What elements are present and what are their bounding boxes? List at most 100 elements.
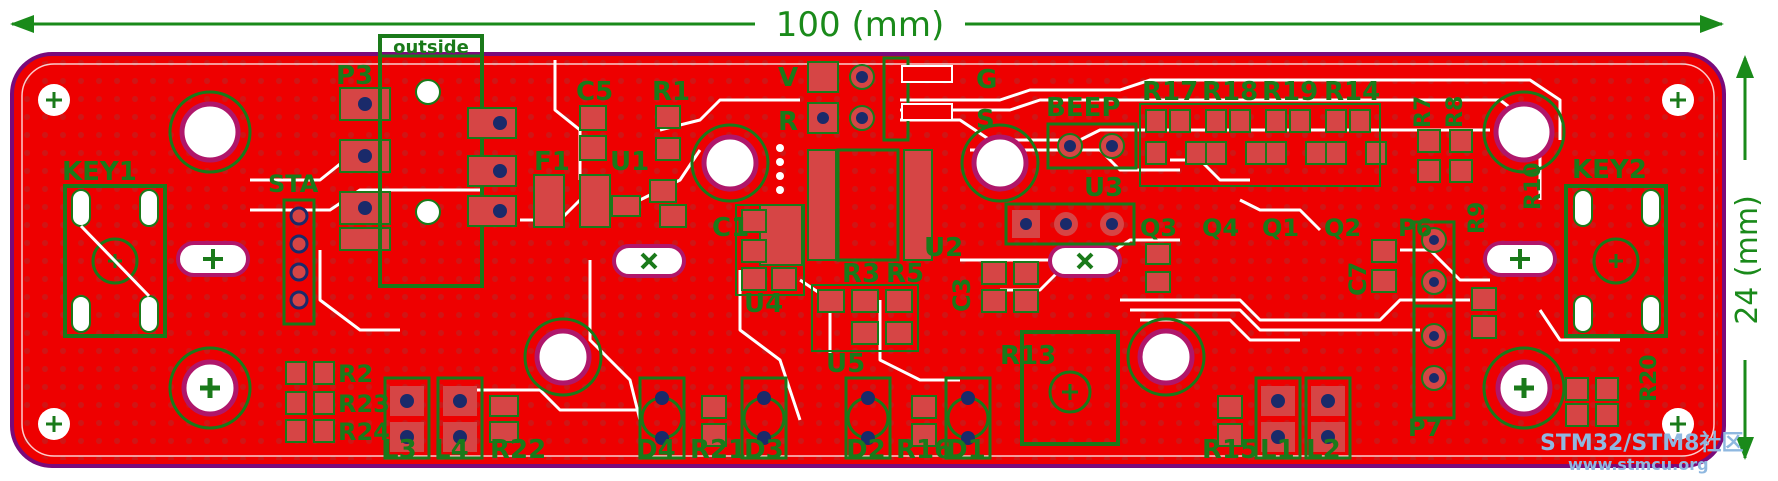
r15-l1-l2 <box>1217 376 1352 460</box>
label-d4: D4 <box>636 435 676 465</box>
r-array-left <box>285 361 335 443</box>
width-dimension-label: 100 (mm) <box>776 5 944 45</box>
outside-box: outside <box>378 34 517 288</box>
label-d3: D3 <box>744 435 784 465</box>
label-d1: D1 <box>946 435 986 465</box>
label-l3: L3 <box>382 435 417 465</box>
slot-center-left <box>612 244 686 278</box>
label-c7: C7 <box>1344 262 1372 296</box>
q3-parts <box>1145 239 1397 293</box>
slot-holes <box>176 241 1557 398</box>
beep-footprint <box>1046 122 1138 170</box>
label-s: S <box>976 105 995 135</box>
f1-c5-r1-u1 <box>533 105 687 228</box>
label-l2: L2 <box>1306 435 1341 465</box>
sta-header <box>282 198 316 326</box>
led-row <box>638 376 992 460</box>
label-r19: R19 <box>1262 77 1318 107</box>
d1-led <box>944 376 992 460</box>
r3-r5-cluster <box>811 284 919 352</box>
hole-cl <box>690 123 770 203</box>
d2-led <box>844 376 892 460</box>
label-p6: P6 <box>1398 214 1432 242</box>
label-r10: R10 <box>1521 162 1546 210</box>
label-p7: P7 <box>1408 414 1442 442</box>
label-p3: P3 <box>336 61 373 91</box>
l3-l4-r22 <box>383 376 519 460</box>
label-u1: U1 <box>610 147 649 177</box>
label-l1: L1 <box>1260 435 1295 465</box>
u3-footprint <box>1004 202 1136 246</box>
label-q2: Q2 <box>1324 214 1361 242</box>
label-r20: R20 <box>1637 354 1662 402</box>
key2-footprint <box>1564 184 1668 338</box>
corner-hole-tl <box>38 84 70 116</box>
c1-cluster <box>735 204 805 296</box>
hole-tr <box>1482 90 1566 174</box>
label-l4: L4 <box>434 435 469 465</box>
d3-led <box>740 376 788 460</box>
label-r: R <box>778 107 798 137</box>
watermark-url: www.stmcu.org <box>1568 455 1709 474</box>
label-r7: R7 <box>1411 96 1436 128</box>
plus-marker-bl <box>200 378 220 398</box>
p6-p7-headers <box>1412 220 1456 420</box>
height-dimension: 24 (mm) <box>1730 55 1765 460</box>
label-r13: R13 <box>1000 341 1056 371</box>
label-q3: Q3 <box>1140 214 1177 242</box>
slot-right <box>1483 241 1557 277</box>
label-key2: KEY2 <box>1572 155 1647 185</box>
label-r5: R5 <box>886 259 924 289</box>
label-r21: R21 <box>690 435 746 465</box>
d4-led <box>638 376 686 460</box>
arrow-left-icon <box>10 15 34 33</box>
label-q1: Q1 <box>1262 214 1299 242</box>
r7-r10-parts <box>1417 129 1497 339</box>
label-beep: BEEP <box>1046 93 1120 123</box>
corner-hole-br <box>1662 408 1694 440</box>
hole-bc2 <box>1126 317 1206 397</box>
label-u5: U5 <box>826 349 865 379</box>
slot-center-right <box>1048 244 1122 278</box>
label-u3: U3 <box>1084 173 1123 203</box>
r20-parts <box>1565 377 1619 427</box>
label-g: G <box>976 65 997 95</box>
corner-hole-bl <box>38 408 70 440</box>
height-dimension-label: 24 (mm) <box>1730 195 1765 325</box>
label-r23: R23 <box>338 390 390 418</box>
label-r24: R24 <box>338 418 390 446</box>
hole-bc1 <box>523 317 603 397</box>
label-c5: C5 <box>576 77 613 107</box>
arrow-right-icon <box>1700 15 1724 33</box>
key1-footprint <box>63 184 167 338</box>
arrow-up-icon <box>1736 55 1754 78</box>
label-c1: C1 <box>712 213 749 243</box>
label-key1: KEY1 <box>62 157 137 187</box>
label-r18: R18 <box>1202 77 1258 107</box>
r17-r14-row <box>1139 103 1387 187</box>
label-r14: R14 <box>1324 77 1380 107</box>
label-r8: R8 <box>1443 96 1468 128</box>
watermark-title: STM32/STM8社区 <box>1540 430 1743 456</box>
label-r17: R17 <box>1142 77 1198 107</box>
corner-holes <box>38 84 1694 440</box>
u5-ic <box>759 144 933 266</box>
label-v: V <box>778 63 798 93</box>
label-q4: Q4 <box>1202 214 1239 242</box>
pot-footprint <box>1020 330 1120 446</box>
silkscreen-labels: P3 KEY1 STA C5 R1 F1 U1 V R G S C1 R3 R5… <box>62 61 1662 465</box>
arrow-down-icon <box>1736 437 1754 460</box>
label-f1: F1 <box>534 147 570 177</box>
label-r3: R3 <box>842 259 880 289</box>
label-r1: R1 <box>652 77 690 107</box>
label-u4: U4 <box>744 289 783 319</box>
label-r2: R2 <box>338 360 373 388</box>
label-r16: R16 <box>896 435 952 465</box>
label-d2: D2 <box>846 435 886 465</box>
width-dimension: 100 (mm) <box>10 5 1724 45</box>
c3-r13-cluster <box>981 261 1039 313</box>
label-c3: C3 <box>948 278 976 312</box>
label-r22: R22 <box>490 435 546 465</box>
outside-label: outside <box>393 37 469 58</box>
